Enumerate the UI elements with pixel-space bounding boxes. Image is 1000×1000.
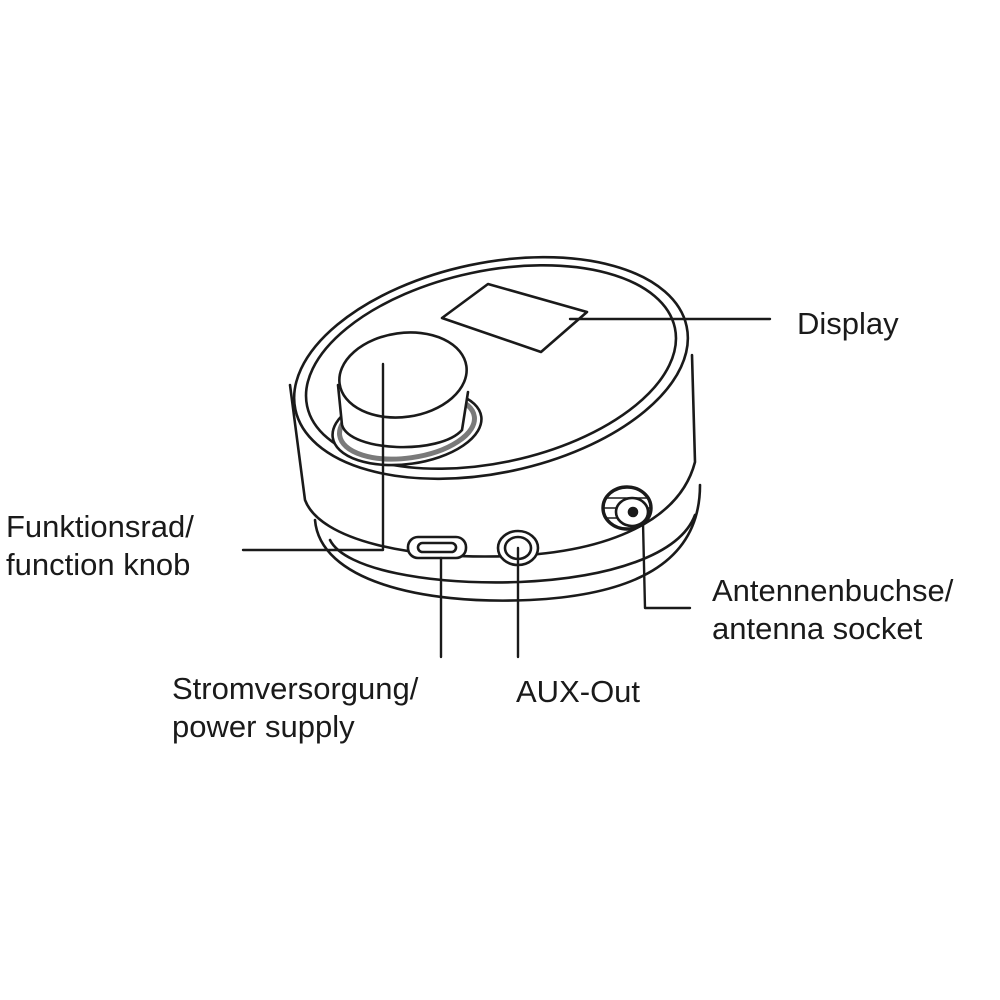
leader-lines bbox=[241, 317, 772, 659]
label-antenna-socket-line2: antenna socket bbox=[712, 611, 923, 646]
label-aux-out-line1: AUX-Out bbox=[516, 674, 641, 709]
power-supply-port-icon bbox=[406, 535, 468, 560]
label-aux-out: AUX-Out bbox=[516, 673, 640, 711]
label-antenna-socket: Antennenbuchse/ antenna socket bbox=[712, 572, 953, 648]
label-function-knob-line1: Funktionsrad/ bbox=[6, 509, 194, 544]
display-screen bbox=[440, 282, 589, 354]
function-knob-icon bbox=[331, 331, 483, 467]
label-display: Display bbox=[797, 305, 899, 343]
label-function-knob-line2: function knob bbox=[6, 547, 191, 582]
label-power-supply: Stromversorgung/ power supply bbox=[172, 670, 418, 746]
label-power-supply-line1: Stromversorgung/ bbox=[172, 671, 419, 706]
leader-function-knob bbox=[241, 362, 385, 552]
label-power-supply-line2: power supply bbox=[172, 709, 355, 744]
label-function-knob: Funktionsrad/ function knob bbox=[6, 508, 194, 584]
label-display-line1: Display bbox=[797, 306, 899, 341]
antenna-socket-icon bbox=[601, 485, 653, 531]
label-antenna-socket-line1: Antennenbuchse/ bbox=[712, 573, 954, 608]
leader-antenna bbox=[641, 521, 692, 610]
